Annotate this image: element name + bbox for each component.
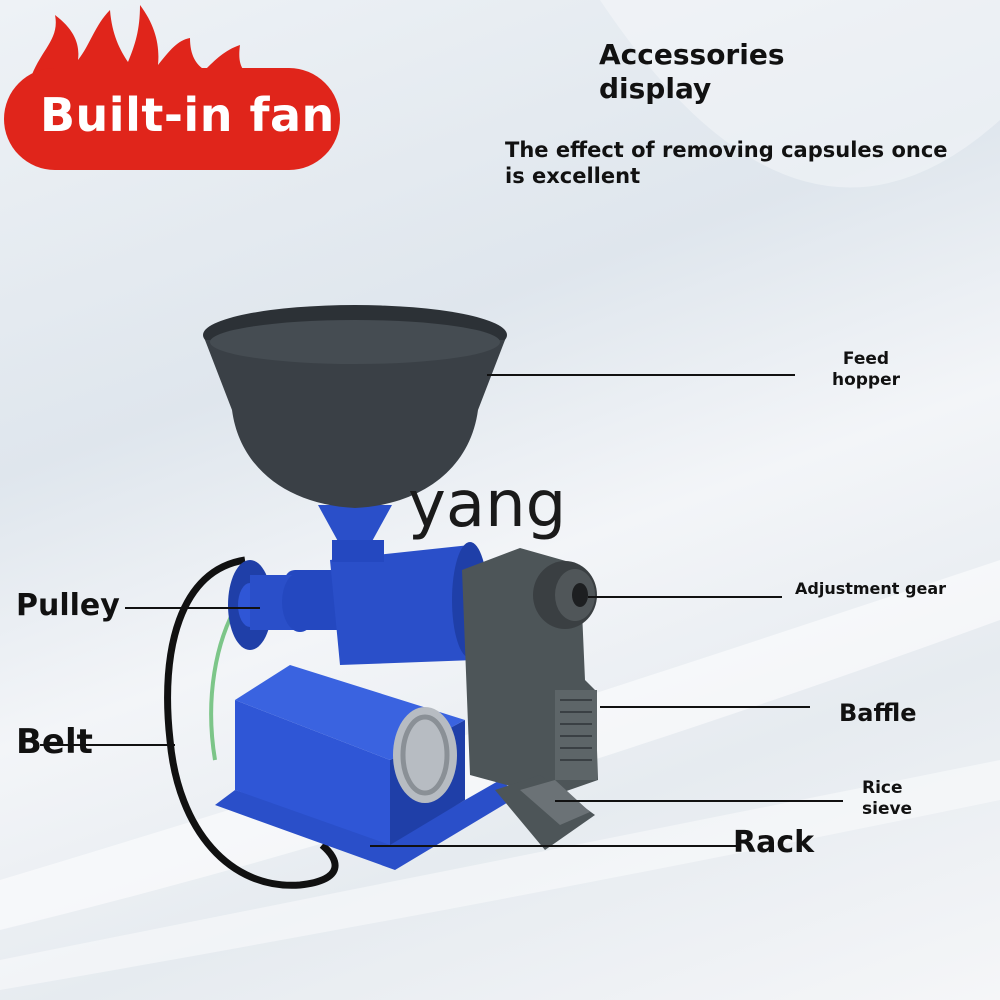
belt-line [40,744,175,746]
flame-badge [4,5,340,170]
belt-label: Belt [16,722,93,762]
adjustment-gear-label: Adjustment gear [795,579,947,598]
rice-sieve-shape [495,775,595,850]
pulley-line [125,607,260,609]
section-subheading: The effect of removing capsules once is … [505,138,948,188]
baffle-line [600,706,810,708]
section-heading: Accessories display [599,38,785,105]
rice-sieve-label: Rice sieve [862,778,913,819]
baffle-label: Baffle [839,699,917,727]
rice-sieve-line [555,800,843,802]
feed-hopper-line [487,374,795,376]
feed-hopper-label: Feed hopper [831,349,901,390]
rack-shape [215,780,520,870]
badge-label: Built-in fan [40,88,335,142]
rack-label: Rack [733,825,815,860]
pulley-label: Pulley [16,588,120,623]
rack-line [370,845,740,847]
feed-hopper-shape [205,340,505,508]
watermark: yang [408,468,567,542]
adjustment-gear-line [588,596,782,598]
